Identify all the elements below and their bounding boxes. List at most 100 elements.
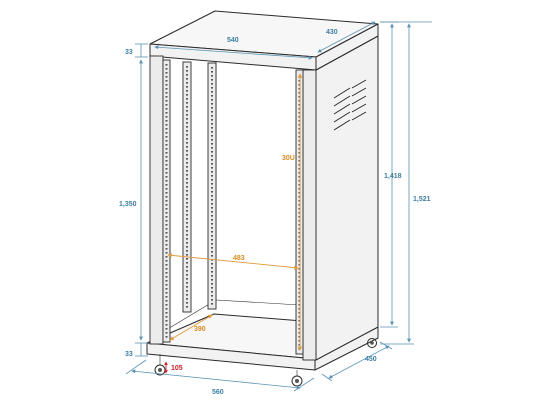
rail-hole <box>211 191 213 193</box>
rail-hole <box>186 294 188 296</box>
rail-hole <box>165 116 168 118</box>
dim-top-width: 540 <box>154 37 313 60</box>
label-side-height: 1,418 <box>384 173 402 180</box>
rail-hole <box>186 162 188 164</box>
rail-hole <box>165 108 168 110</box>
rail-hole <box>211 263 213 265</box>
rail-hole <box>186 146 188 148</box>
rail-hole <box>186 126 188 128</box>
label-top-frame: 33 <box>125 49 133 56</box>
rail-hole <box>186 182 188 184</box>
rail-hole <box>165 256 168 258</box>
rail-hole <box>165 296 168 298</box>
rail-hole <box>165 304 168 306</box>
rail-hole <box>165 204 168 206</box>
rail-hole <box>211 115 213 117</box>
rail-hole <box>165 316 168 318</box>
rail-hole <box>186 194 188 196</box>
rail-hole <box>211 247 213 249</box>
rail-hole <box>165 224 168 226</box>
rail-hole <box>165 184 168 186</box>
rail-hole <box>211 211 213 213</box>
rail-hole <box>165 240 168 242</box>
rail-hole <box>211 255 213 257</box>
rail-hole <box>186 210 188 212</box>
rail-hole <box>211 91 213 93</box>
dim-inner-height: 1,350 <box>119 59 143 341</box>
rail-hole <box>165 196 168 198</box>
label-base-depth: 450 <box>365 356 377 363</box>
rail-hole <box>186 266 188 268</box>
rail-hole <box>211 107 213 109</box>
rail-hole <box>186 102 188 104</box>
rail-hole <box>186 90 188 92</box>
rail-hole <box>211 131 213 133</box>
rail-hole <box>165 72 168 74</box>
rail-hole <box>186 306 188 308</box>
rail-hole <box>186 178 188 180</box>
rail-hole <box>165 124 168 126</box>
rail-hole <box>165 212 168 214</box>
rail-hole <box>186 278 188 280</box>
rail-hole <box>186 106 188 108</box>
dim-base-width: 560 <box>125 359 315 396</box>
rail-hole <box>186 190 188 192</box>
rail-hole <box>165 228 168 230</box>
rail-hole <box>186 150 188 152</box>
rail-hole <box>186 242 188 244</box>
rail-hole <box>211 283 213 285</box>
rail-hole <box>165 96 168 98</box>
rail-hole <box>165 64 168 66</box>
rail-hole <box>165 336 168 338</box>
rail-hole <box>186 174 188 176</box>
rail-hole <box>186 282 188 284</box>
rail-hole <box>186 286 188 288</box>
rail-hole <box>186 270 188 272</box>
rail-hole <box>165 180 168 182</box>
rail-hole <box>211 275 213 277</box>
rail-hole <box>211 151 213 153</box>
rail-hole <box>186 138 188 140</box>
rail-hole <box>211 223 213 225</box>
rail-hole <box>165 208 168 210</box>
rail-hole <box>186 258 188 260</box>
rail-hole <box>186 214 188 216</box>
rail-hole <box>211 183 213 185</box>
rail-hole <box>211 299 213 301</box>
rail-hole <box>165 152 168 154</box>
rail-hole <box>165 120 168 122</box>
rail-hole <box>211 203 213 205</box>
rail-hole <box>186 98 188 100</box>
rail-hole <box>211 87 213 89</box>
rail-hole <box>211 195 213 197</box>
rail-hole <box>211 227 213 229</box>
rail-hole <box>165 252 168 254</box>
dim-side-height: 1,418 <box>380 21 402 328</box>
rail-hole <box>211 239 213 241</box>
rail-hole <box>211 99 213 101</box>
dim-rail-spacing: 483 <box>167 253 299 270</box>
rail-hole <box>186 86 188 88</box>
rail-hole <box>186 250 188 252</box>
dim-total-height: 1,521 <box>380 21 432 345</box>
label-caster-height: 105 <box>171 365 183 372</box>
rail-hole <box>211 287 213 289</box>
rail-hole <box>186 230 188 232</box>
rail-hole <box>186 298 188 300</box>
rail-hole <box>211 295 213 297</box>
rail-hole <box>165 112 168 114</box>
rail-hole <box>211 179 213 181</box>
right-side-panel <box>315 35 379 361</box>
rail-hole <box>186 234 188 236</box>
rail-hole <box>186 158 188 160</box>
rail-hole <box>186 142 188 144</box>
rail-hole <box>186 66 188 68</box>
rail-hole <box>186 110 188 112</box>
rail-hole <box>211 139 213 141</box>
rail-hole <box>165 220 168 222</box>
rail-hole <box>165 248 168 250</box>
rail-hole <box>186 202 188 204</box>
rail-hole <box>165 192 168 194</box>
rail-hole <box>211 167 213 169</box>
rail-hole <box>165 200 168 202</box>
